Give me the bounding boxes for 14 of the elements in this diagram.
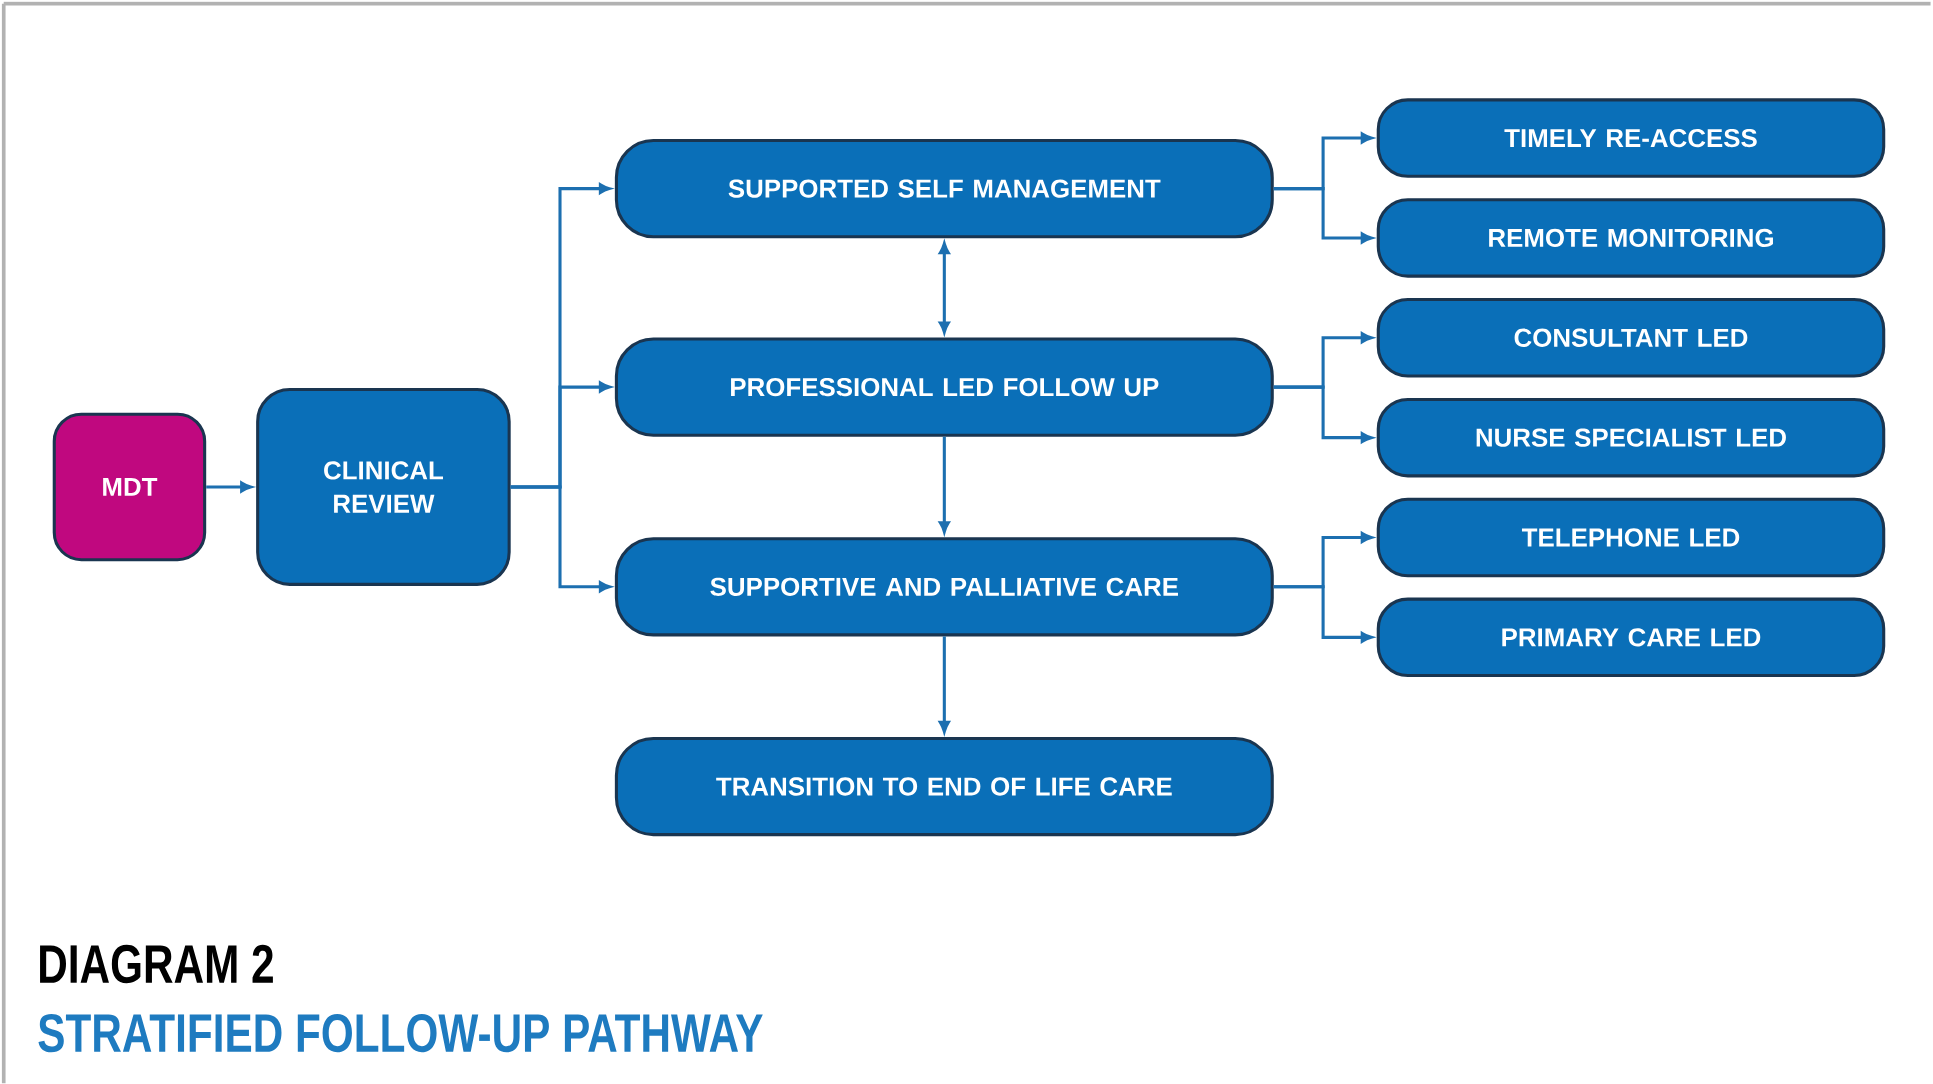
process-box: TELEPHONE LED [1376,497,1886,578]
process-box: TRANSITION TO END OF LIFE CARE [614,737,1274,837]
process-box: SUPPORTED SELF MANAGEMENT [614,139,1274,239]
process-box: REMOTE MONITORING [1376,198,1886,278]
process-box: SUPPORTIVE AND PALLIATIVE CARE [614,537,1274,637]
process-box: MDT [52,412,207,562]
title: STRATIFIED FOLLOW-UP PATHWAY [38,1014,763,1053]
process-box: CONSULTANT LED [1376,298,1886,378]
process-box: PRIMARY CARE LED [1376,597,1886,678]
process-box: TIMELY RE-ACCESS [1376,98,1886,178]
process-box: CLINICAL REVIEW [256,388,511,587]
figure-number: DIAGRAM 2 [40,945,273,984]
process-box: PROFESSIONAL LED FOLLOW UP [614,337,1274,437]
process-box: NURSE SPECIALIST LED [1376,398,1886,478]
